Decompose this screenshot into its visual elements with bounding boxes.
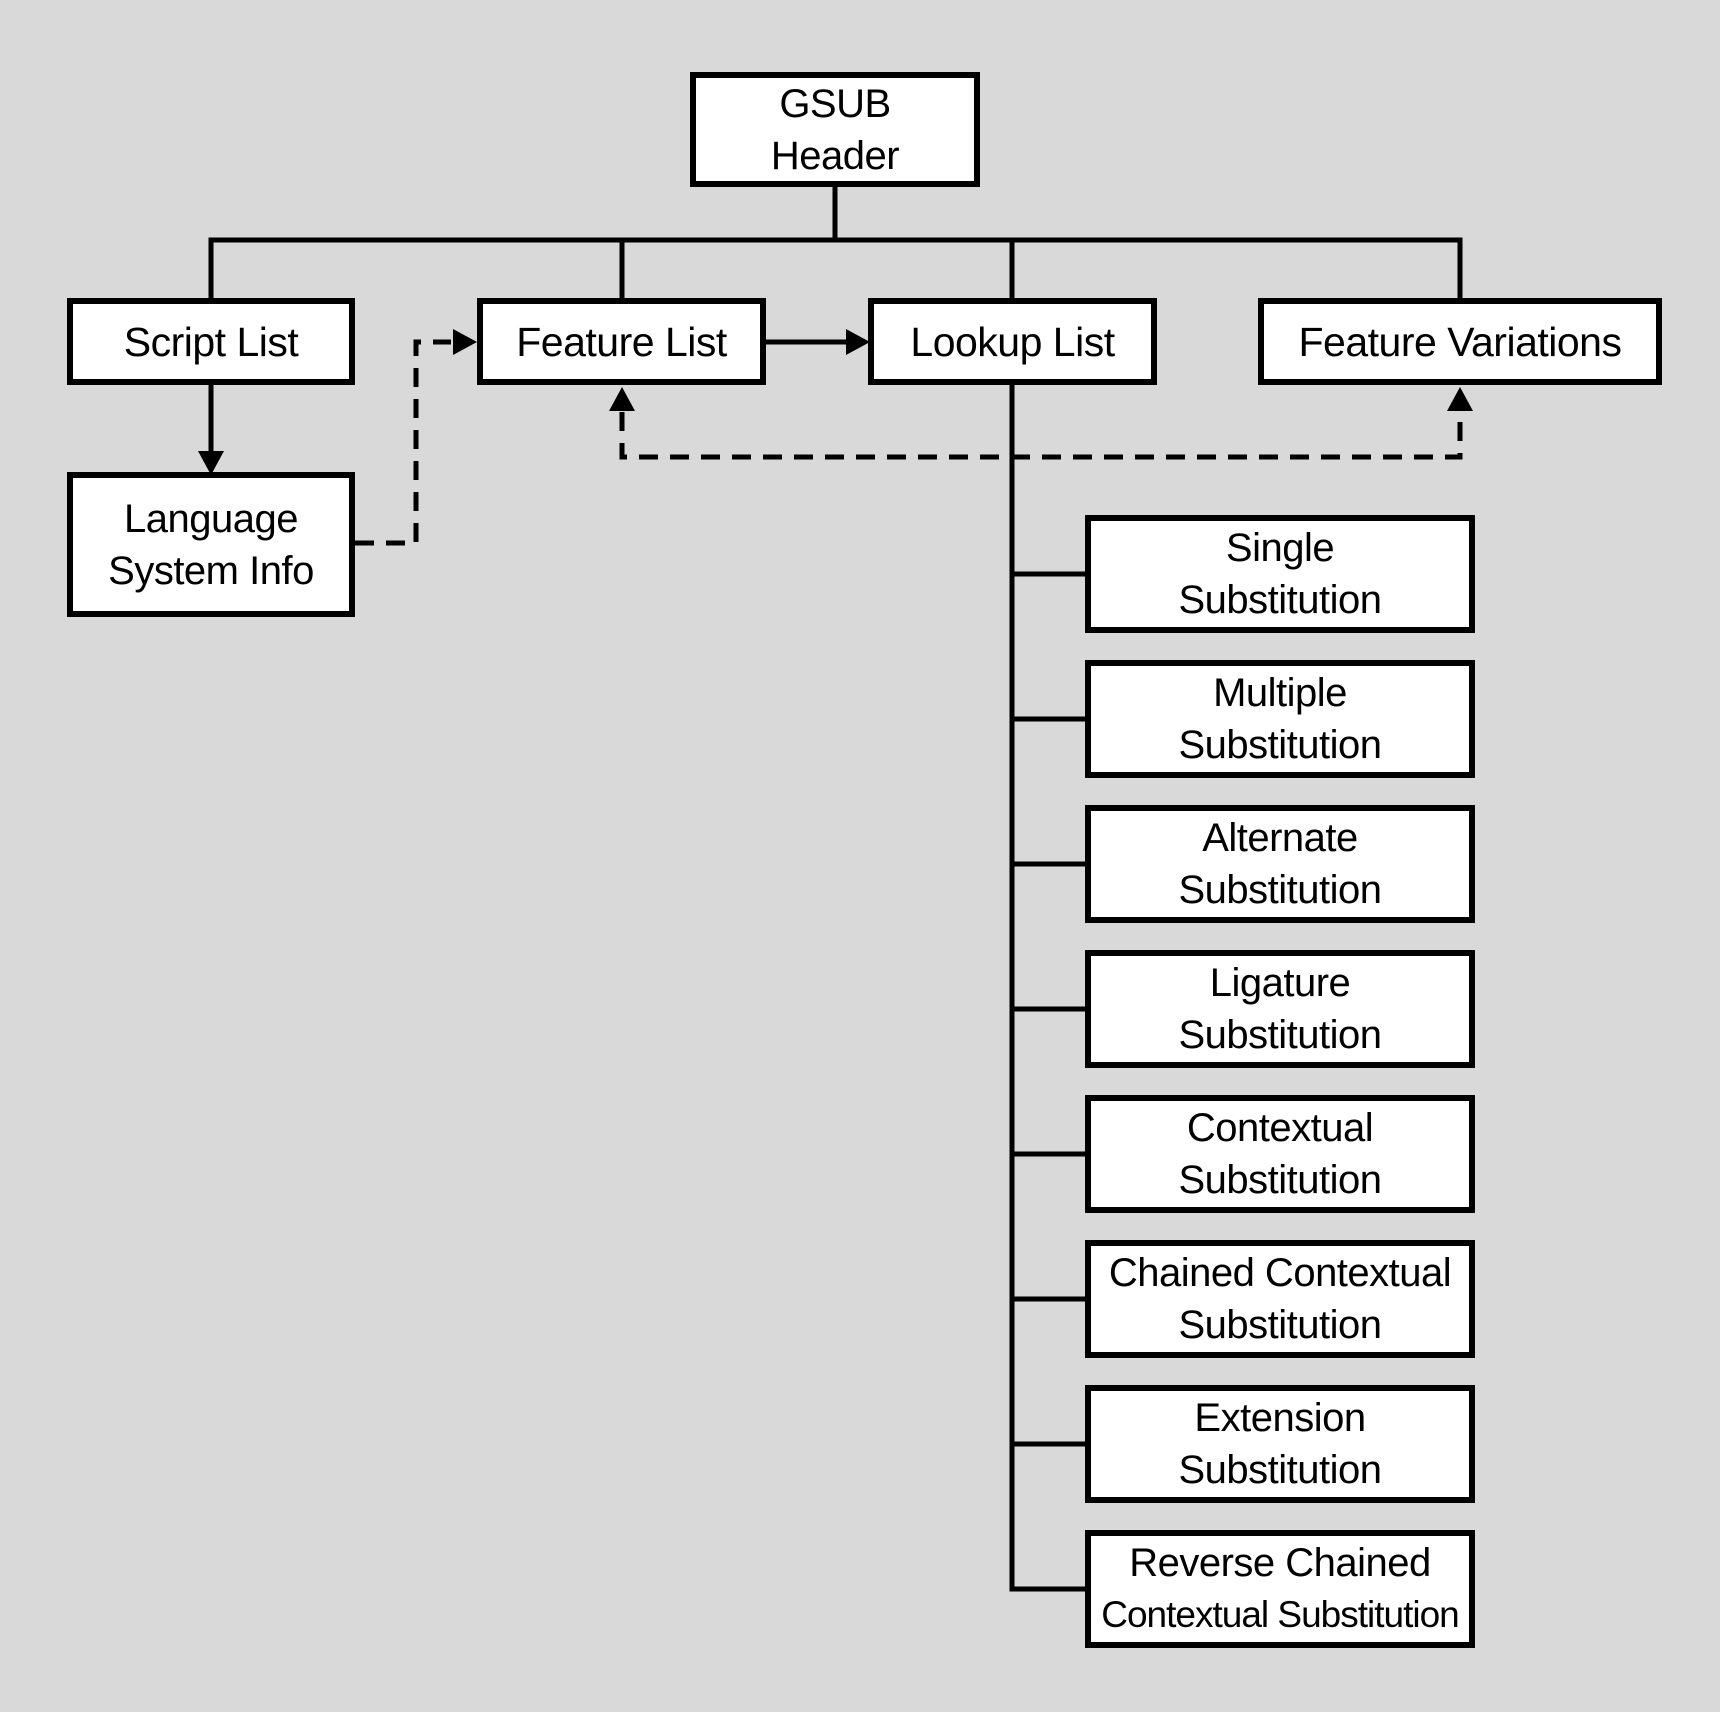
- node-label: Substitution: [1178, 578, 1382, 622]
- node-chained-contextual-substitution: Chained Contextual Substitution: [1085, 1240, 1475, 1358]
- node-label: Header: [770, 133, 900, 178]
- edge-langsys-to-feature-dashed: [355, 339, 451, 546]
- node-script-list: Script List: [67, 298, 355, 385]
- arrowhead-script-to-langsys: [198, 451, 224, 475]
- node-label: Contextual Substitution: [1101, 1594, 1460, 1635]
- node-ligature-substitution: Ligature Substitution: [1085, 950, 1475, 1068]
- node-label: Substitution: [1178, 1303, 1382, 1347]
- node-label: Language: [124, 496, 298, 541]
- node-label: Substitution: [1178, 1158, 1382, 1202]
- node-lookup-list: Lookup List: [868, 298, 1157, 385]
- node-label: Ligature: [1209, 961, 1351, 1005]
- node-feature-variations: Feature Variations: [1258, 298, 1662, 385]
- node-label: Contextual: [1186, 1106, 1374, 1150]
- arrowhead-feedback-to-feature-variations: [1447, 387, 1473, 411]
- node-label: Feature List: [516, 318, 727, 365]
- node-single-substitution: Single Substitution: [1085, 515, 1475, 633]
- node-label: GSUB: [779, 81, 891, 126]
- node-label: System Info: [108, 548, 314, 593]
- arrowhead-feature-to-lookup: [846, 329, 870, 355]
- node-label: Multiple: [1213, 671, 1347, 715]
- node-language-system-info: Language System Info: [67, 472, 355, 617]
- node-label: Substitution: [1178, 868, 1382, 912]
- arrowhead-feedback-to-feature-list: [609, 387, 635, 411]
- node-label: Reverse Chained: [1129, 1541, 1431, 1585]
- node-label: Script List: [123, 318, 299, 365]
- node-label: Alternate: [1202, 816, 1358, 860]
- node-reverse-chained-contextual-substitution: Reverse Chained Contextual Substitution: [1085, 1530, 1475, 1648]
- node-alternate-substitution: Alternate Substitution: [1085, 805, 1475, 923]
- node-label: Substitution: [1178, 1013, 1382, 1057]
- node-feature-list: Feature List: [477, 298, 766, 385]
- edge-lookup-feedback-dashed: [619, 412, 1463, 460]
- node-extension-substitution: Extension Substitution: [1085, 1385, 1475, 1503]
- node-label: Lookup List: [910, 318, 1115, 365]
- node-label: Substitution: [1178, 1448, 1382, 1492]
- arrowhead-langsys-to-feature: [453, 329, 477, 355]
- node-contextual-substitution: Contextual Substitution: [1085, 1095, 1475, 1213]
- node-label: Extension: [1194, 1396, 1366, 1440]
- node-label: Chained Contextual: [1108, 1251, 1452, 1295]
- node-gsub-header: GSUB Header: [690, 72, 980, 187]
- node-label: Substitution: [1178, 723, 1382, 767]
- node-label: Feature Variations: [1298, 318, 1622, 365]
- node-label: Single: [1225, 526, 1335, 570]
- node-multiple-substitution: Multiple Substitution: [1085, 660, 1475, 778]
